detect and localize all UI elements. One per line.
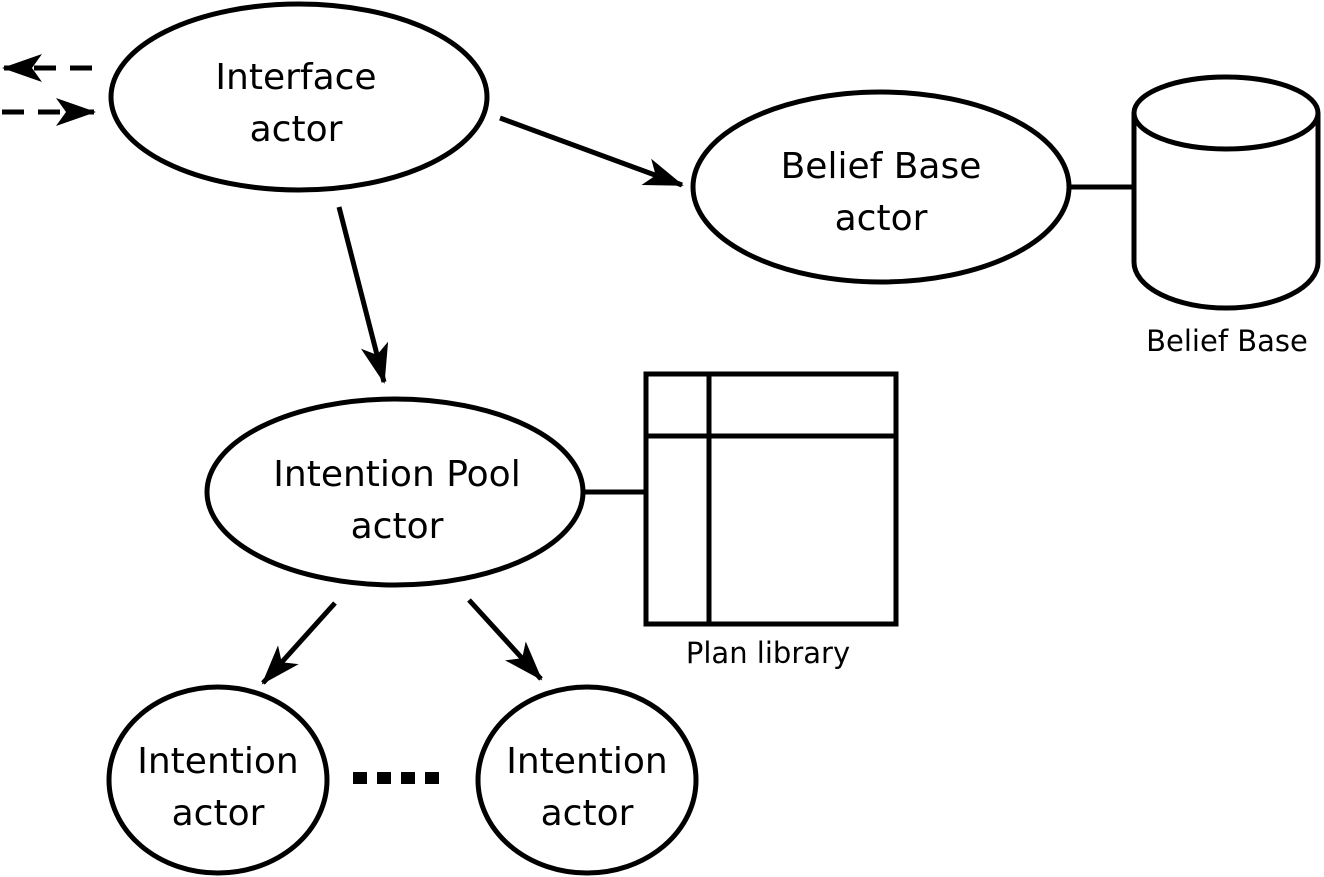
plan-library-table-icon: Plan library bbox=[583, 371, 899, 670]
intention-actor-left-label-line1: Intention bbox=[137, 741, 298, 782]
intention-pool-to-left-intention-arrow bbox=[261, 601, 337, 685]
intention-pool-actor-node: Intention Pool actor bbox=[204, 396, 586, 588]
belief-base-database-icon: Belief Base bbox=[1069, 74, 1321, 358]
belief-base-actor-label-line1: Belief Base bbox=[781, 146, 982, 187]
more-intention-actors-ellipsis bbox=[353, 772, 439, 784]
intention-pool-actor-label-line2: actor bbox=[351, 506, 444, 547]
belief-base-actor-label-line2: actor bbox=[835, 198, 928, 239]
interface-to-belief-base-arrow bbox=[499, 115, 684, 188]
interface-to-intention-pool-arrow bbox=[336, 206, 389, 384]
intention-actor-left-label-line2: actor bbox=[172, 793, 265, 834]
intention-pool-to-right-intention-arrow bbox=[467, 598, 543, 681]
interface-actor-node: Interface actor bbox=[108, 1, 490, 193]
belief-base-actor-node: Belief Base actor bbox=[690, 89, 1072, 285]
intention-actor-right-label-line1: Intention bbox=[506, 741, 667, 782]
intention-actor-right-label-line2: actor bbox=[541, 793, 634, 834]
intention-actor-node-left: Intention actor bbox=[106, 684, 330, 876]
external-input-output-arrows bbox=[2, 54, 96, 126]
interface-actor-label-line2: actor bbox=[250, 109, 343, 150]
intention-pool-actor-label-line1: Intention Pool bbox=[273, 454, 520, 495]
belief-base-label: Belief Base bbox=[1146, 324, 1308, 358]
interface-actor-label-line1: Interface bbox=[215, 57, 376, 98]
intention-actor-node-right: Intention actor bbox=[475, 684, 699, 876]
plan-library-label: Plan library bbox=[686, 636, 850, 670]
